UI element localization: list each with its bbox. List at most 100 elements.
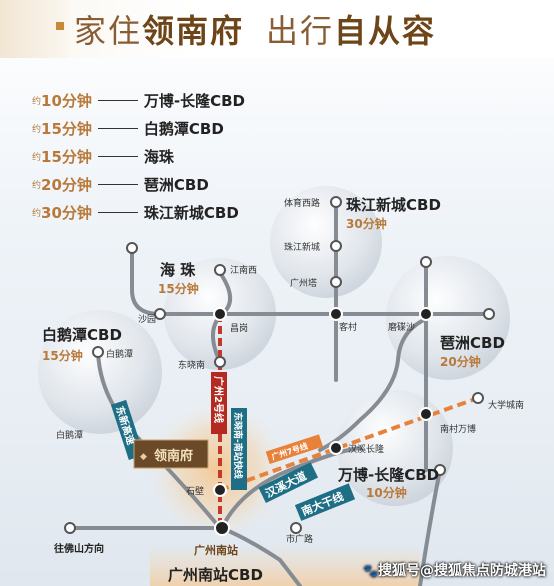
station-label: 白鹅潭 xyxy=(106,348,133,360)
legend-connector xyxy=(97,156,138,157)
station-node xyxy=(483,308,495,320)
route-label: 广州2号线 xyxy=(212,376,225,423)
pazhou-bubble xyxy=(386,256,510,380)
station-node xyxy=(330,276,342,288)
station-label: 汉溪长隆 xyxy=(348,443,384,455)
legend-connector xyxy=(97,100,138,101)
station-node xyxy=(434,464,446,476)
station-node xyxy=(290,522,302,534)
metro-line-mogesha xyxy=(318,316,430,452)
district-name: 珠江新城CBD xyxy=(346,196,441,214)
transfer-station xyxy=(329,307,343,321)
station-node xyxy=(472,392,484,404)
station-node xyxy=(420,256,432,268)
project-logo-icon: ◆ xyxy=(140,452,147,462)
route-tag-dongxiaonan: 东晓南-南站快线 xyxy=(231,408,247,490)
legend-connector xyxy=(97,128,138,129)
station-label: 客村 xyxy=(339,321,357,333)
station-label: 昌岗 xyxy=(230,323,248,334)
project-name: 领南府 xyxy=(154,448,193,464)
transfer-station xyxy=(419,307,433,321)
route-label: 南大干线 xyxy=(299,489,345,518)
station-label: 石壁 xyxy=(186,485,204,497)
station-node xyxy=(214,264,226,276)
station-label: 江南西 xyxy=(230,264,257,276)
station-label: 体育西路 xyxy=(284,197,320,209)
watermark-text: 搜狐号@搜狐焦点防城港站 xyxy=(378,563,546,579)
headline-part2: 领南府 xyxy=(142,12,245,50)
transfer-station xyxy=(419,407,433,421)
district-time: 20分钟 xyxy=(440,354,481,369)
station-node xyxy=(92,346,104,358)
district-name: 广州南站CBD xyxy=(168,566,263,584)
station-label-main: 广州南站 xyxy=(194,543,238,557)
legend-prefix: 约 xyxy=(32,125,42,135)
legend-time: 15分钟 xyxy=(41,120,92,138)
legend-time: 10分钟 xyxy=(41,92,92,110)
legend-row: 约15分钟 白鹅潭CBD xyxy=(32,118,224,140)
legend-row: 约20分钟 琶洲CBD xyxy=(32,174,209,196)
district-time: 15分钟 xyxy=(42,348,83,363)
district-name: 琶洲CBD xyxy=(440,334,505,352)
district-time: 15分钟 xyxy=(158,281,199,296)
metro-line-hanxi xyxy=(220,446,362,530)
station-node xyxy=(126,242,138,254)
station-node xyxy=(154,308,166,320)
legend-prefix: 约 xyxy=(32,209,42,219)
metro-line-7 xyxy=(219,396,479,492)
legend-prefix: 约 xyxy=(32,181,42,191)
metro-line-south-east xyxy=(418,468,442,586)
legend-time: 30分钟 xyxy=(41,204,92,222)
route-label: 东晓南-南站快线 xyxy=(232,412,244,479)
station-node xyxy=(64,522,76,534)
transfer-station xyxy=(214,520,230,536)
headline-part4: 自从容 xyxy=(334,12,437,50)
station-node xyxy=(214,356,226,368)
legend-destination: 珠江新城CBD xyxy=(143,204,239,222)
district-time: 10分钟 xyxy=(366,485,407,500)
legend-destination: 琶洲CBD xyxy=(143,176,209,194)
district-name: 万博-长隆CBD xyxy=(337,466,439,484)
legend-row: 约30分钟 珠江新城CBD xyxy=(32,202,239,224)
station-node xyxy=(330,196,342,208)
station-label: 南村万博 xyxy=(440,423,476,435)
header-bullet-icon xyxy=(56,22,64,30)
legend-destination: 海珠 xyxy=(143,148,174,166)
legend-destination: 万博-长隆CBD xyxy=(143,92,246,110)
legend-time: 20分钟 xyxy=(41,176,92,194)
paw-icon: 🐾 xyxy=(363,564,378,578)
legend-connector xyxy=(97,184,138,185)
zhujiang-bubble xyxy=(270,186,382,298)
district-time: 30分钟 xyxy=(346,216,387,231)
project-marker[interactable]: ◆ 领南府 xyxy=(133,439,209,469)
district-name: 海 珠 xyxy=(160,261,196,279)
station-label: 市广路 xyxy=(286,533,313,545)
direction-label: 往佛山方向 xyxy=(54,542,104,555)
transfer-station xyxy=(213,483,227,497)
legend-prefix: 约 xyxy=(32,153,42,163)
watermark: 🐾搜狐号@搜狐焦点防城港站 xyxy=(363,560,546,580)
station-label: 东晓南 xyxy=(178,359,205,371)
station-label: 磨碟沙 xyxy=(388,322,415,333)
legend-prefix: 约 xyxy=(32,97,42,107)
headline-part1: 家住 xyxy=(74,12,143,50)
legend-destination: 白鹅潭CBD xyxy=(143,120,224,138)
station-label: 白鹅潭 xyxy=(56,429,83,441)
route-tag-nanda: 南大干线 xyxy=(294,483,356,521)
legend-row: 约15分钟 海珠 xyxy=(32,146,174,168)
legend-time: 15分钟 xyxy=(41,148,92,166)
legend-connector xyxy=(97,212,138,213)
station-label: 沙园 xyxy=(138,314,156,325)
headline: 家住领南府出行自从容 xyxy=(74,6,436,52)
legend-row: 约10分钟 万博-长隆CBD xyxy=(32,90,245,112)
headline-part3: 出行 xyxy=(266,12,335,50)
district-name: 白鹅潭CBD xyxy=(42,326,122,344)
header-banner: 家住领南府出行自从容 xyxy=(0,0,554,58)
transfer-station xyxy=(213,307,227,321)
route-tag-line2: 广州2号线 xyxy=(211,372,227,434)
station-node xyxy=(330,240,342,252)
station-label: 大学城南 xyxy=(488,399,524,411)
transfer-station xyxy=(329,441,343,455)
station-label: 广州塔 xyxy=(290,277,317,289)
station-label: 珠江新城 xyxy=(284,241,320,253)
